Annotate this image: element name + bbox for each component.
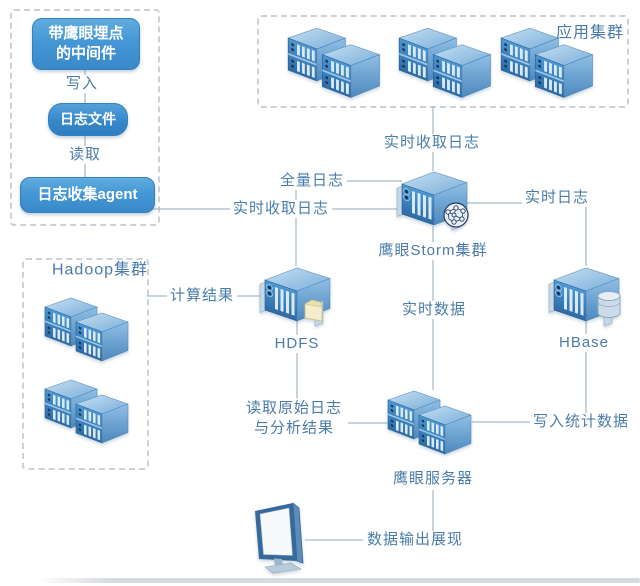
storm-cluster-label: 鹰眼Storm集群 — [375, 242, 491, 260]
edge-label-full-log: 全量日志 — [276, 172, 348, 190]
bottom-divider — [36, 578, 640, 583]
hbase-label: HBase — [555, 334, 613, 352]
hdfs-label: HDFS — [271, 335, 323, 353]
hadoop-cluster-label: Hadoop集群 — [51, 261, 149, 279]
edge-label-collect-realtime-top: 实时收取日志 — [380, 134, 484, 152]
server-cluster-icon — [288, 28, 379, 97]
log-file-node: 日志文件 — [48, 103, 128, 136]
edge-label-compute-result: 计算结果 — [166, 287, 238, 305]
hadoop-cluster-group — [22, 258, 149, 470]
hdfs-server-icon — [259, 267, 331, 327]
edge-label-read-raw-log: 读取原始日志 与分析结果 — [242, 398, 346, 438]
globe-network-icon — [443, 202, 469, 228]
server-cluster-icon — [45, 298, 128, 361]
edge-label-collect-realtime-left: 实时收取日志 — [229, 200, 333, 218]
eagle-server-label: 鹰眼服务器 — [389, 470, 477, 488]
database-cylinder-icon — [597, 291, 621, 318]
edge-label-write-stats: 写入统计数据 — [529, 413, 633, 431]
connector-lines — [84, 68, 587, 541]
edge-label-read: 读取 — [65, 146, 105, 164]
app-cluster-group — [257, 15, 629, 108]
storm-server-icon — [396, 171, 469, 231]
folder-icon — [304, 299, 323, 322]
edge-label-write: 写入 — [62, 75, 102, 93]
edge-label-data-output: 数据输出展现 — [363, 531, 467, 549]
hbase-server-icon — [548, 267, 621, 327]
middleware-flow-group — [10, 9, 160, 226]
edge-label-realtime-data: 实时数据 — [398, 301, 470, 319]
monitor-icon — [254, 502, 304, 574]
server-cluster-icon — [45, 380, 128, 443]
server-cluster-icon — [388, 391, 471, 454]
middleware-node: 带鹰眼埋点 的中间件 — [32, 18, 140, 70]
server-cluster-icon — [399, 28, 490, 97]
edge-label-realtime-log: 实时日志 — [521, 189, 593, 207]
log-agent-node: 日志收集agent — [20, 177, 155, 213]
app-cluster-label: 应用集群 — [555, 24, 625, 42]
